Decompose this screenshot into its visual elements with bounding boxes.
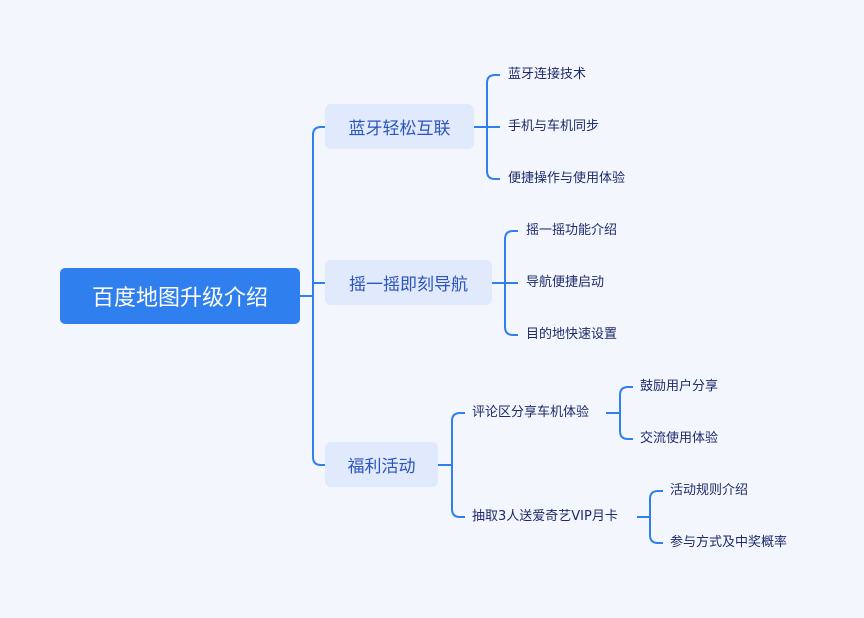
- branch3-connectors: [438, 386, 663, 544]
- branch-node-benefits[interactable]: 福利活动: [325, 442, 438, 487]
- leaf-node[interactable]: 交流使用体验: [640, 431, 719, 446]
- branch-label: 福利活动: [347, 457, 416, 477]
- branch-node-shake[interactable]: 摇一摇即刻导航: [325, 260, 492, 305]
- leaf-node[interactable]: 活动规则介绍: [670, 483, 749, 498]
- branch1-connectors: [474, 74, 500, 180]
- root-label: 百度地图升级介绍: [91, 286, 268, 311]
- branch-label: 蓝牙轻松互联: [348, 119, 451, 139]
- branch-label: 摇一摇即刻导航: [349, 275, 468, 295]
- branch-node-bluetooth[interactable]: 蓝牙轻松互联: [325, 104, 474, 149]
- leaf-node[interactable]: 蓝牙连接技术: [508, 67, 587, 82]
- leaf-node[interactable]: 摇一摇功能介绍: [526, 223, 618, 238]
- root-node[interactable]: 百度地图升级介绍: [60, 268, 300, 324]
- leaf-node[interactable]: 鼓励用户分享: [640, 379, 719, 394]
- sub-branch-node[interactable]: 抽取3人送爱奇艺VIP月卡: [472, 509, 618, 524]
- leaf-node[interactable]: 便捷操作与使用体验: [508, 171, 626, 186]
- branch2-connectors: [492, 230, 518, 336]
- leaf-node[interactable]: 导航便捷启动: [526, 275, 605, 290]
- leaf-node[interactable]: 手机与车机同步: [508, 119, 600, 134]
- leaf-node[interactable]: 参与方式及中奖概率: [670, 535, 788, 550]
- root-connectors: [300, 126, 325, 466]
- sub-branch-node[interactable]: 评论区分享车机体验: [472, 405, 590, 420]
- leaf-node[interactable]: 目的地快速设置: [526, 327, 618, 342]
